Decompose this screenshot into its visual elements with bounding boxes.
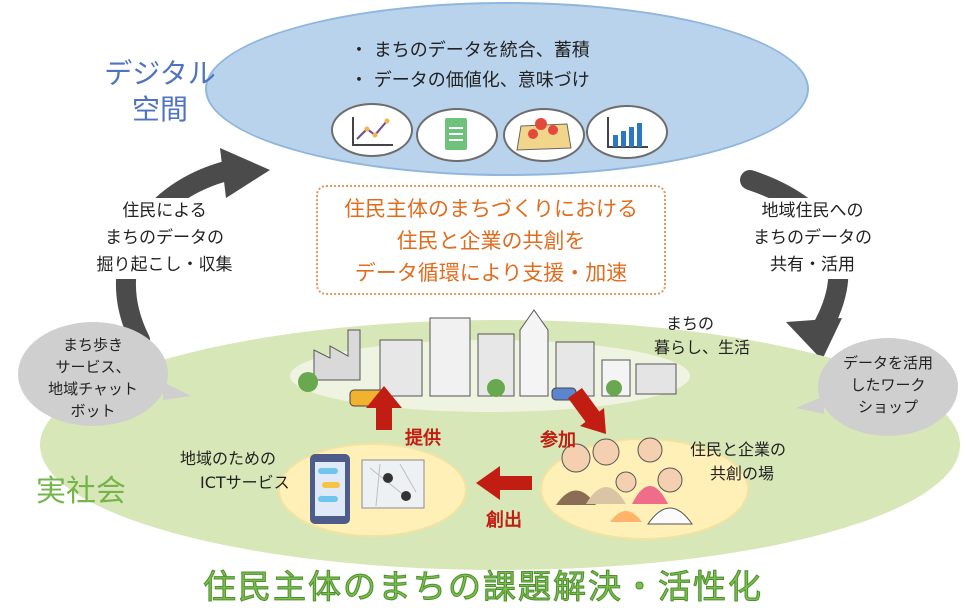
co-creation-line: 住民と企業の <box>690 440 787 459</box>
bar-chart-icon <box>586 105 668 159</box>
left-bubble-line: サービス、 <box>55 358 131 376</box>
co-creation-label: 住民と企業の 共創の場 <box>690 438 810 486</box>
ict-service-ellipse <box>278 443 467 537</box>
center-box-line: 住民と企業の共創を <box>396 229 586 253</box>
center-message-box: 住民主体のまちづくりにおける 住民と企業の共創を データ循環により支援・加速 <box>316 185 666 295</box>
right-bubble-line: データを活用 <box>842 354 933 372</box>
left-process-box: 住民による まちのデータの 掘り起こし・収集 <box>72 198 257 279</box>
right-process-box: 地域住民への まちのデータの 共有・活用 <box>725 198 900 279</box>
right-bubble-line: したワーク <box>850 376 926 394</box>
city-label-line: 暮らし、生活 <box>654 338 751 357</box>
co-creation-people-illustration <box>556 437 693 525</box>
digital-title-line: 空間 <box>131 93 188 126</box>
create-label: 創出 <box>486 510 522 531</box>
real-society-title: 実社会 <box>36 474 126 509</box>
left-service-bubble: まち歩き サービス、 地域チャット ボット <box>18 322 168 426</box>
ict-label-line: 地域のための <box>180 449 277 468</box>
map-pin-icon <box>503 108 585 162</box>
city-life-label: まちの 暮らし、生活 <box>654 312 766 360</box>
center-box-line: 住民主体のまちづくりにおける <box>344 197 638 221</box>
left-bubble-line: 地域チャット <box>48 380 138 398</box>
left-bubble-tail <box>163 382 191 400</box>
document-icon <box>416 108 498 162</box>
right-box-line: 地域住民への <box>761 201 864 221</box>
line-chart-icon <box>331 103 413 157</box>
digital-bullet: ・ まちのデータを統合、蓄積 <box>350 40 590 61</box>
right-box-line: まちのデータの <box>753 228 872 248</box>
center-box-line: データ循環により支援・加速 <box>354 261 628 285</box>
bottom-main-title: 住民主体のまちの課題解決・活性化 <box>203 567 763 607</box>
digital-bullet: ・ データの価値化、意味づけ <box>350 70 590 91</box>
left-bubble-line: まち歩き <box>62 336 123 354</box>
co-creation-line: 共創の場 <box>710 464 775 483</box>
right-bubble-line: ショップ <box>857 398 918 416</box>
digital-title-line: デジタル <box>104 57 216 90</box>
digital-space-title: デジタル 空間 <box>90 56 230 128</box>
left-box-line: 住民による <box>122 201 207 221</box>
ict-label-line: ICTサービス <box>200 473 290 492</box>
right-box-line: 共有・活用 <box>770 255 855 275</box>
city-buildings-illustration <box>298 309 677 407</box>
provide-label: 提供 <box>405 428 441 449</box>
left-box-line: 掘り起こし・収集 <box>96 255 233 275</box>
ict-devices-illustration <box>310 454 425 524</box>
participate-label: 参加 <box>540 430 576 451</box>
right-bubble-tail <box>796 396 824 414</box>
left-bubble-line: ボット <box>70 402 116 420</box>
left-box-line: まちのデータの <box>105 228 224 248</box>
city-label-line: まちの <box>666 314 715 333</box>
ict-service-label: 地域のための ICTサービス <box>180 447 298 495</box>
right-workshop-bubble: データを活用 したワーク ショップ <box>818 338 958 436</box>
digital-bullets: ・ まちのデータを統合、蓄積 ・ データの価値化、意味づけ <box>350 36 670 96</box>
